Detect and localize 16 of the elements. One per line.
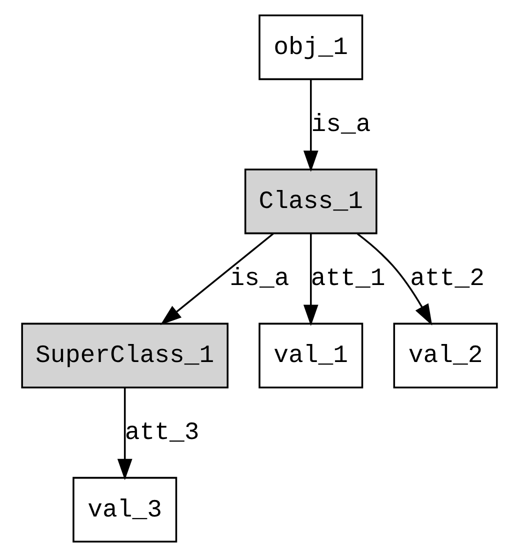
node-box: val_3 — [72, 476, 178, 542]
arrow — [160, 232, 274, 326]
edge-label: is_a — [230, 265, 290, 294]
arrow — [303, 80, 318, 172]
arrow — [303, 234, 318, 326]
edge-label: is_a — [311, 110, 371, 139]
node-box: Class_1 — [244, 168, 378, 234]
edge-label: att_2 — [410, 265, 485, 294]
node-box: SuperClass_1 — [21, 322, 228, 388]
node-box: obj_1 — [258, 14, 364, 80]
arrow — [117, 388, 132, 480]
arrow — [356, 233, 432, 326]
edge-label: att_1 — [310, 265, 386, 294]
node-box: val_2 — [393, 322, 498, 388]
node-box: val_1 — [258, 322, 364, 388]
edge-label: att_3 — [124, 419, 200, 448]
